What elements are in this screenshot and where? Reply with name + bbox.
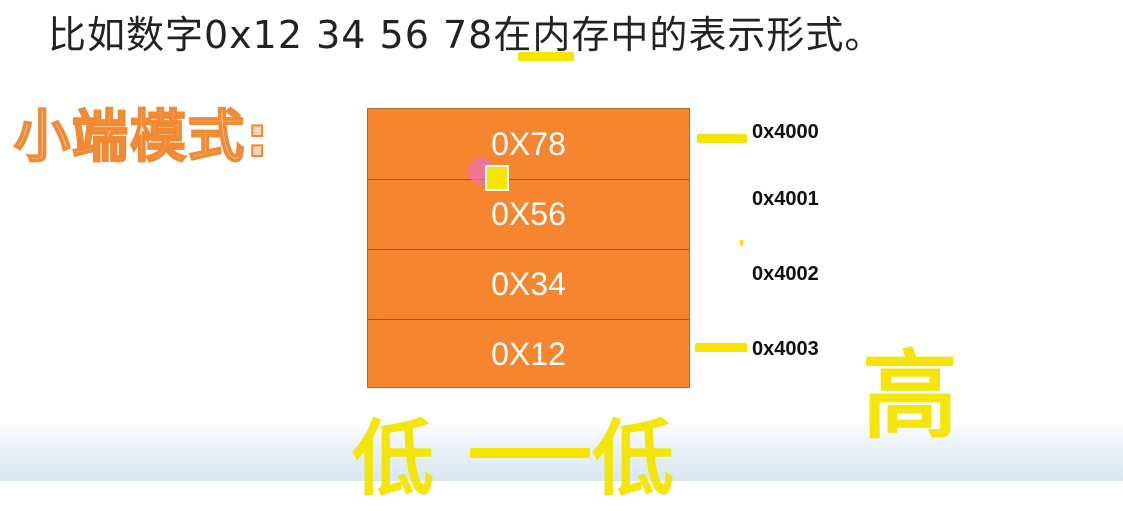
handwritten-low-left: 低 [352,411,435,507]
cell-value: 0X12 [491,336,566,372]
memory-cell: 0X78 [368,109,689,179]
address-label: 0x4003 [752,338,819,360]
handwritten-high: 高 [862,339,958,452]
memory-cell: 0X12 [368,319,689,389]
cell-value: 0X56 [491,196,566,232]
address-marker-bottom [695,343,747,352]
cell-value: 0X34 [491,266,566,302]
handwritten-dash [470,448,590,458]
memory-block: 0X78 0X56 0X34 0X12 [367,108,690,388]
address-label: 0x4000 [752,121,819,143]
handwritten-low-right: 低 [592,411,675,507]
slide-title: 比如数字0x12 34 56 78在内存中的表示形式。 [48,13,884,57]
memory-cell: 0X56 [368,179,689,249]
memory-cell: 0X34 [368,249,689,319]
pointer-marker [485,165,509,191]
address-marker-top [697,134,747,143]
address-label: 0x4001 [752,188,819,210]
mode-label: 小端模式: [13,104,271,171]
highlight-underline [518,52,574,61]
cell-value: 0X78 [491,125,566,162]
tick-mark [740,240,743,246]
address-label: 0x4002 [752,263,819,285]
